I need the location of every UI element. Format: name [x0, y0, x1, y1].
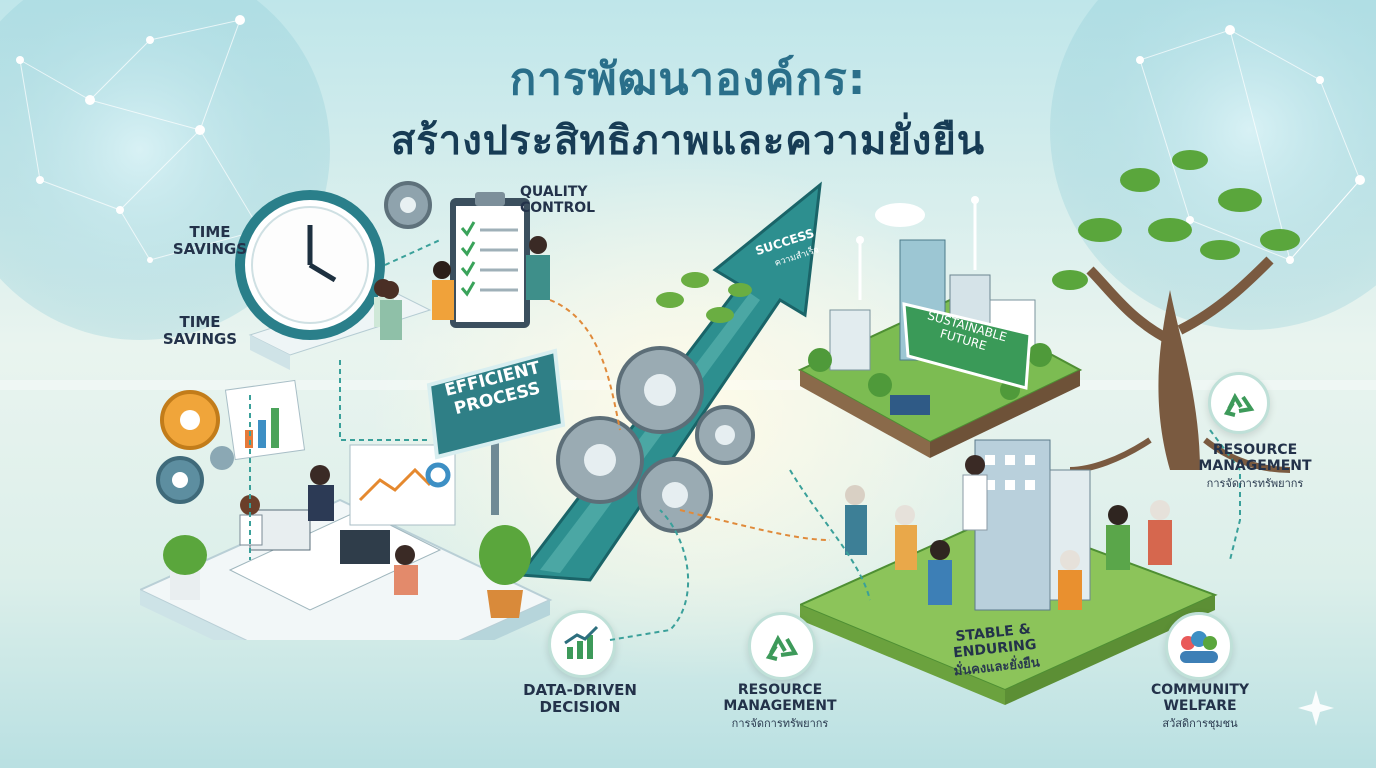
office-scene — [140, 190, 553, 640]
resource-management-bottom-th: การจัดการทรัพยากร — [731, 717, 829, 731]
recycle-right-icon — [1208, 372, 1270, 434]
time-savings-label-2: TIME SAVINGS — [162, 313, 238, 349]
data-driven-label: DATA-DRIVEN DECISION — [523, 681, 637, 717]
community-welfare-title: COMMUNITY WELFARE — [1150, 682, 1250, 715]
page-title: การพัฒนาองค์กร: — [509, 54, 867, 105]
community-island — [800, 439, 1218, 705]
sustainable-sign — [902, 302, 1032, 390]
page-subtitle: สร้างประสิทธิภาพและความยั่งยืน — [390, 118, 986, 164]
resource-management-right-title: RESOURCE MANAGEMENT — [1198, 442, 1312, 475]
stable-enduring-title: STABLE & ENDURING — [952, 621, 1038, 662]
gears-left-icon — [156, 390, 234, 504]
quality-control-label: QUALITY CONTROL — [520, 184, 596, 217]
potted-plant-icon — [479, 525, 531, 618]
sparkle-icon — [1298, 690, 1334, 726]
chart-growth-icon — [548, 610, 616, 678]
recycle-bottom-icon — [748, 612, 816, 680]
resource-management-bottom: RESOURCE MANAGEMENT การจัดการทรัพยากร — [700, 682, 860, 731]
gears-center-icon — [556, 346, 755, 533]
efficient-process-sign — [426, 348, 565, 515]
plant-icon — [656, 272, 752, 323]
resource-management-right-th: การจัดการทรัพยากร — [1206, 477, 1304, 491]
community-welfare-th: สวัสดิการชุมชน — [1162, 717, 1238, 731]
time-savings-label-1: TIME SAVINGS — [172, 223, 248, 259]
resource-management-bottom-title: RESOURCE MANAGEMENT — [723, 682, 837, 715]
gear-top-icon — [384, 181, 432, 229]
tree-icon — [1052, 150, 1300, 473]
clipboard-icon — [450, 192, 530, 328]
community-welfare-label: COMMUNITY WELFARE สวัสดิการชุมชน — [1140, 682, 1260, 731]
community-icon — [1165, 612, 1233, 680]
resource-management-right: RESOURCE MANAGEMENT การจัดการทรัพยากร — [1180, 442, 1330, 491]
people-clipboard — [380, 236, 550, 340]
